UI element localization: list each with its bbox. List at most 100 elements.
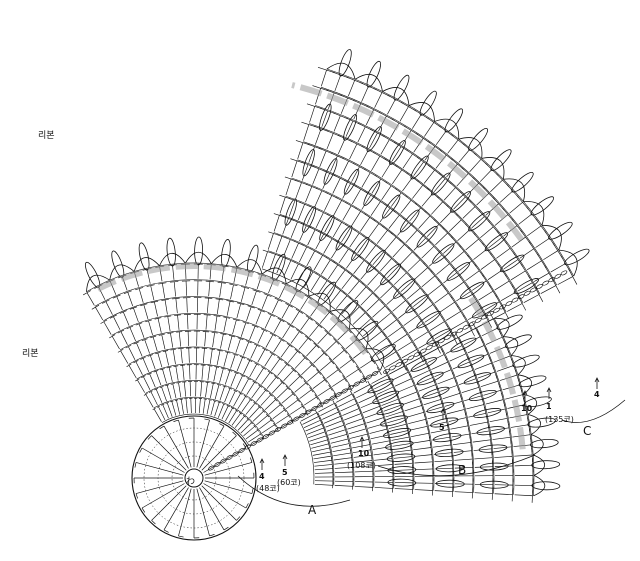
fan-a-stitch <box>319 360 332 371</box>
fan-b-round-arc <box>267 250 406 366</box>
chain-divider-a <box>226 455 233 460</box>
fan-a-stitch <box>217 403 225 418</box>
fan-b-stitch <box>315 233 324 250</box>
fan-b-shell-stitch <box>468 211 491 232</box>
fan-a-stitch-top <box>246 418 250 421</box>
fan-a-stitch-top <box>207 365 213 367</box>
fan-a-stitch-top <box>159 386 164 389</box>
fan-a-stitch-top <box>153 370 159 373</box>
fan-a-stitch <box>225 407 233 422</box>
fan-c-stitch <box>414 461 433 464</box>
center-spoke-tick <box>209 534 215 537</box>
fan-b-stitch <box>319 150 327 168</box>
fan-b-stitch <box>269 254 276 271</box>
fan-c-stitch <box>314 484 333 486</box>
fan-c-stitch <box>489 418 508 423</box>
fan-c-stitch <box>434 490 453 492</box>
fan-a-stitch-top <box>240 374 245 377</box>
fan-a-stitch <box>273 339 282 353</box>
fan-b-stitch <box>327 264 339 280</box>
fan-a-scallop <box>210 254 238 268</box>
fan-c-stitch <box>314 468 333 471</box>
chain-divider-b <box>523 290 531 296</box>
fan-b-shell-stitch <box>416 225 438 248</box>
fan-a-stitch-top <box>324 330 331 337</box>
fan-a-stitch <box>271 299 279 314</box>
fan-a-stitch-top <box>277 356 283 361</box>
fan-c-stitch <box>474 492 493 494</box>
fan-a-stitch <box>318 387 331 397</box>
fan-a-stitch-top <box>250 421 253 425</box>
fan-a-stitch <box>230 372 237 387</box>
ribbon-label-left: 리본 <box>22 348 39 359</box>
fan-a-stitch <box>260 394 272 406</box>
fan-a-stitch <box>172 383 177 399</box>
fan-a-stitch-top <box>335 366 341 373</box>
fan-a-stitch <box>150 391 158 405</box>
fan-a-stitch <box>291 311 300 324</box>
fan-a-stitch <box>280 345 290 358</box>
fan-b-stitch <box>387 99 396 115</box>
fan-b-stitch <box>405 229 418 244</box>
fan-a-stitch-top <box>314 394 319 400</box>
section-label-b: B <box>458 463 466 477</box>
fan-c-stitch <box>431 361 448 370</box>
fan-b-stitch <box>488 237 503 249</box>
fan-a-stitch <box>230 354 236 369</box>
fan-a-stitch-top <box>287 323 294 328</box>
fan-b-stitch <box>418 215 431 229</box>
fan-a-stitch-top <box>333 338 340 345</box>
fan-a-stitch-top <box>316 369 322 375</box>
center-spoke-tick <box>204 418 210 421</box>
fan-a-stitch-top <box>165 384 170 387</box>
chain-divider-a <box>359 378 367 383</box>
fan-b-stitch <box>351 188 362 205</box>
fan-b-stitch <box>346 254 357 269</box>
fan-a-stitch <box>188 347 190 363</box>
fan-a-stitch-top <box>348 356 355 364</box>
fan-a-stitch <box>235 375 243 390</box>
fan-c-stitch <box>325 420 343 428</box>
chain-divider-a <box>268 430 276 436</box>
fan-b-shell-stitch <box>382 194 401 219</box>
fan-c-stitch <box>468 412 486 418</box>
fan-c-shell-stitch <box>385 440 414 450</box>
fan-b-stitch <box>421 246 435 259</box>
fan-a-stitch-top <box>254 362 260 366</box>
fan-c-stitch <box>370 434 389 440</box>
fan-c-stitch <box>394 469 413 471</box>
fan-a-stitch-top <box>160 368 165 371</box>
center-spoke <box>203 483 247 509</box>
fan-a-stitch <box>231 413 241 426</box>
fan-a-stitch <box>143 376 151 390</box>
fan-c-stitch <box>464 395 482 402</box>
fan-b-shell-stitch <box>393 278 416 299</box>
center-spoke <box>196 419 210 468</box>
fan-a-stitch <box>289 376 301 387</box>
fan-c-stitch <box>413 370 430 379</box>
fan-b-stitch <box>283 239 291 256</box>
fan-a-stitch <box>86 292 95 306</box>
fan-a-stitch-top <box>296 329 303 335</box>
chain-divider-b <box>530 287 537 293</box>
fan-a-stitch-top <box>150 300 159 304</box>
fan-b-stitch <box>414 267 428 280</box>
fan-a-stitch <box>128 365 137 379</box>
chain-divider-a <box>274 427 282 432</box>
fan-b-shell-stitch <box>380 263 402 286</box>
fan-a-stitch <box>249 326 256 340</box>
fan-a-scallop <box>236 259 263 275</box>
fan-a-stitch <box>155 389 163 403</box>
fan-a-stitch <box>309 325 319 337</box>
fan-b-stitch <box>334 74 342 92</box>
fan-c-round-arc <box>493 318 535 496</box>
chain-divider-b <box>401 358 409 364</box>
fan-a-stitch-top <box>273 422 276 427</box>
fan-c-round-arc <box>370 383 395 489</box>
fan-c-stitch <box>408 418 426 425</box>
center-spoke <box>199 487 225 531</box>
fan-section-b <box>261 49 590 375</box>
fan-b-stitch-top <box>268 231 279 236</box>
fan-a-stitch <box>339 359 352 369</box>
fan-a-stitch <box>171 401 177 416</box>
